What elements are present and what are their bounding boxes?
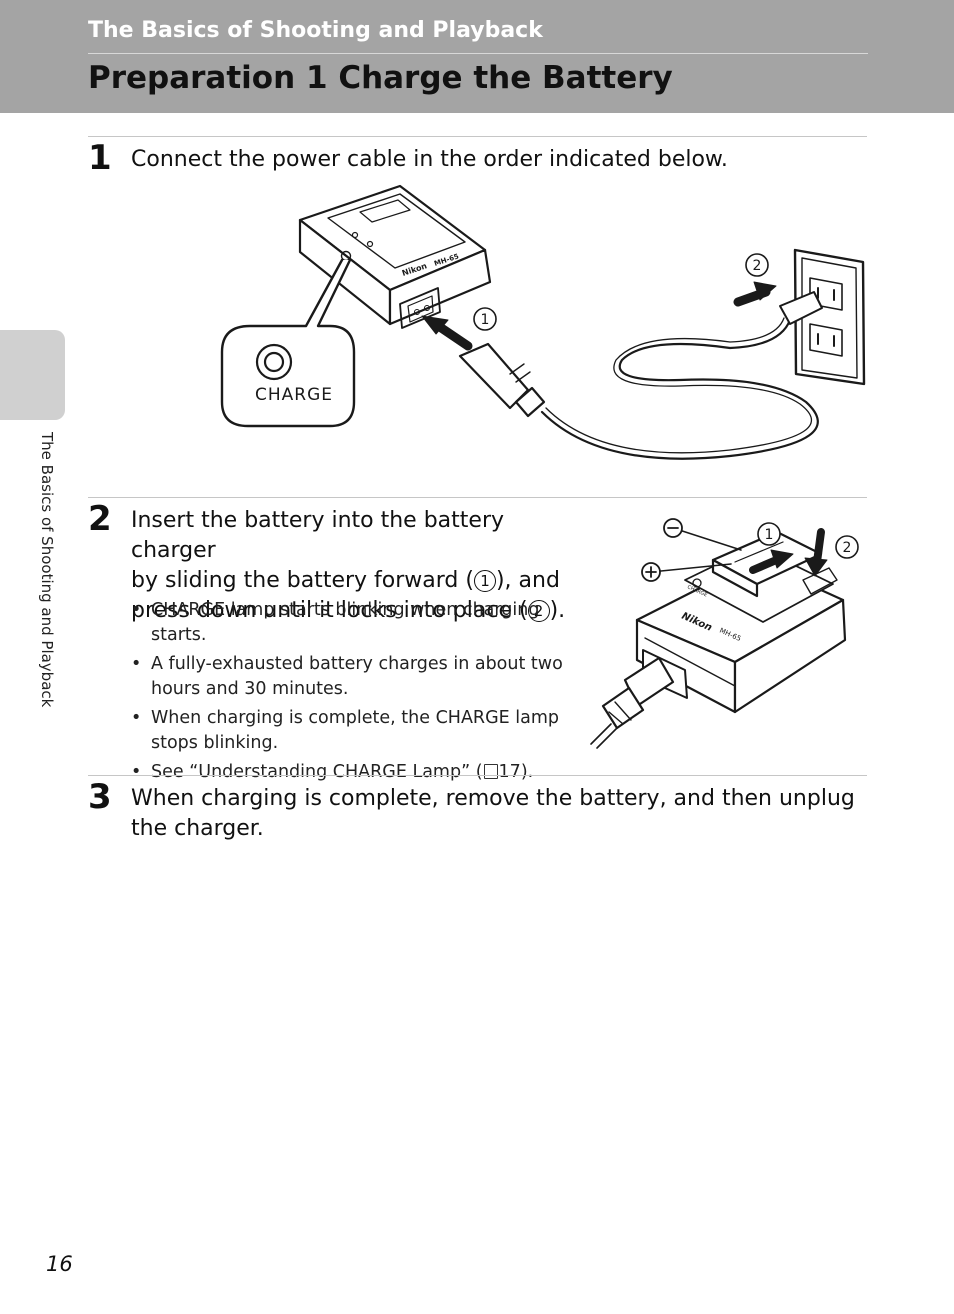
figure-charger-connection: CHARGE Nikon MH-65 1 2 [220,184,866,460]
callout-2: 2 [843,540,852,556]
callout-2: 2 [753,258,762,274]
step-divider [88,136,867,137]
step-divider [88,775,867,776]
step-3-number: 3 [88,777,112,817]
page-reference-icon [483,764,498,779]
step-2-line-2: by sliding the battery forward (1), and [131,568,560,593]
bullet-item: When charging is complete, the CHARGE la… [131,706,581,756]
header-divider [88,53,868,54]
figure-battery-insertion: Nikon MH-65 CHARGE 1 2 [590,518,859,749]
page-header: The Basics of Shooting and Playback Prep… [0,0,954,113]
page-title: Preparation 1 Charge the Battery [88,60,673,96]
inline-callout-1: 1 [473,570,496,592]
step-divider [88,497,867,498]
step-2-bullet-list: CHARGE lamp starts blinking when chargin… [131,598,581,789]
charger-right [388,248,492,326]
charge-lamp-label: CHARGE [255,385,333,405]
side-tab [0,330,65,420]
bullet-item: CHARGE lamp starts blinking when chargin… [131,598,581,648]
page-number: 16 [46,1252,73,1276]
bullet-item: See “Understanding CHARGE Lamp” (17). [131,760,581,785]
section-title: The Basics of Shooting and Playback [88,18,543,43]
callout-1: 1 [481,312,490,328]
step-3-text: When charging is complete, remove the ba… [131,786,855,841]
step-1-number: 1 [88,138,112,178]
step-2-number: 2 [88,499,112,539]
callout-1: 1 [765,527,774,543]
step-2-line-1: Insert the battery into the battery char… [131,508,505,563]
side-tab-label: The Basics of Shooting and Playback [38,432,56,708]
bullet-item: A fully-exhausted battery charges in abo… [131,652,581,702]
step-1-text: Connect the power cable in the order ind… [131,147,728,172]
